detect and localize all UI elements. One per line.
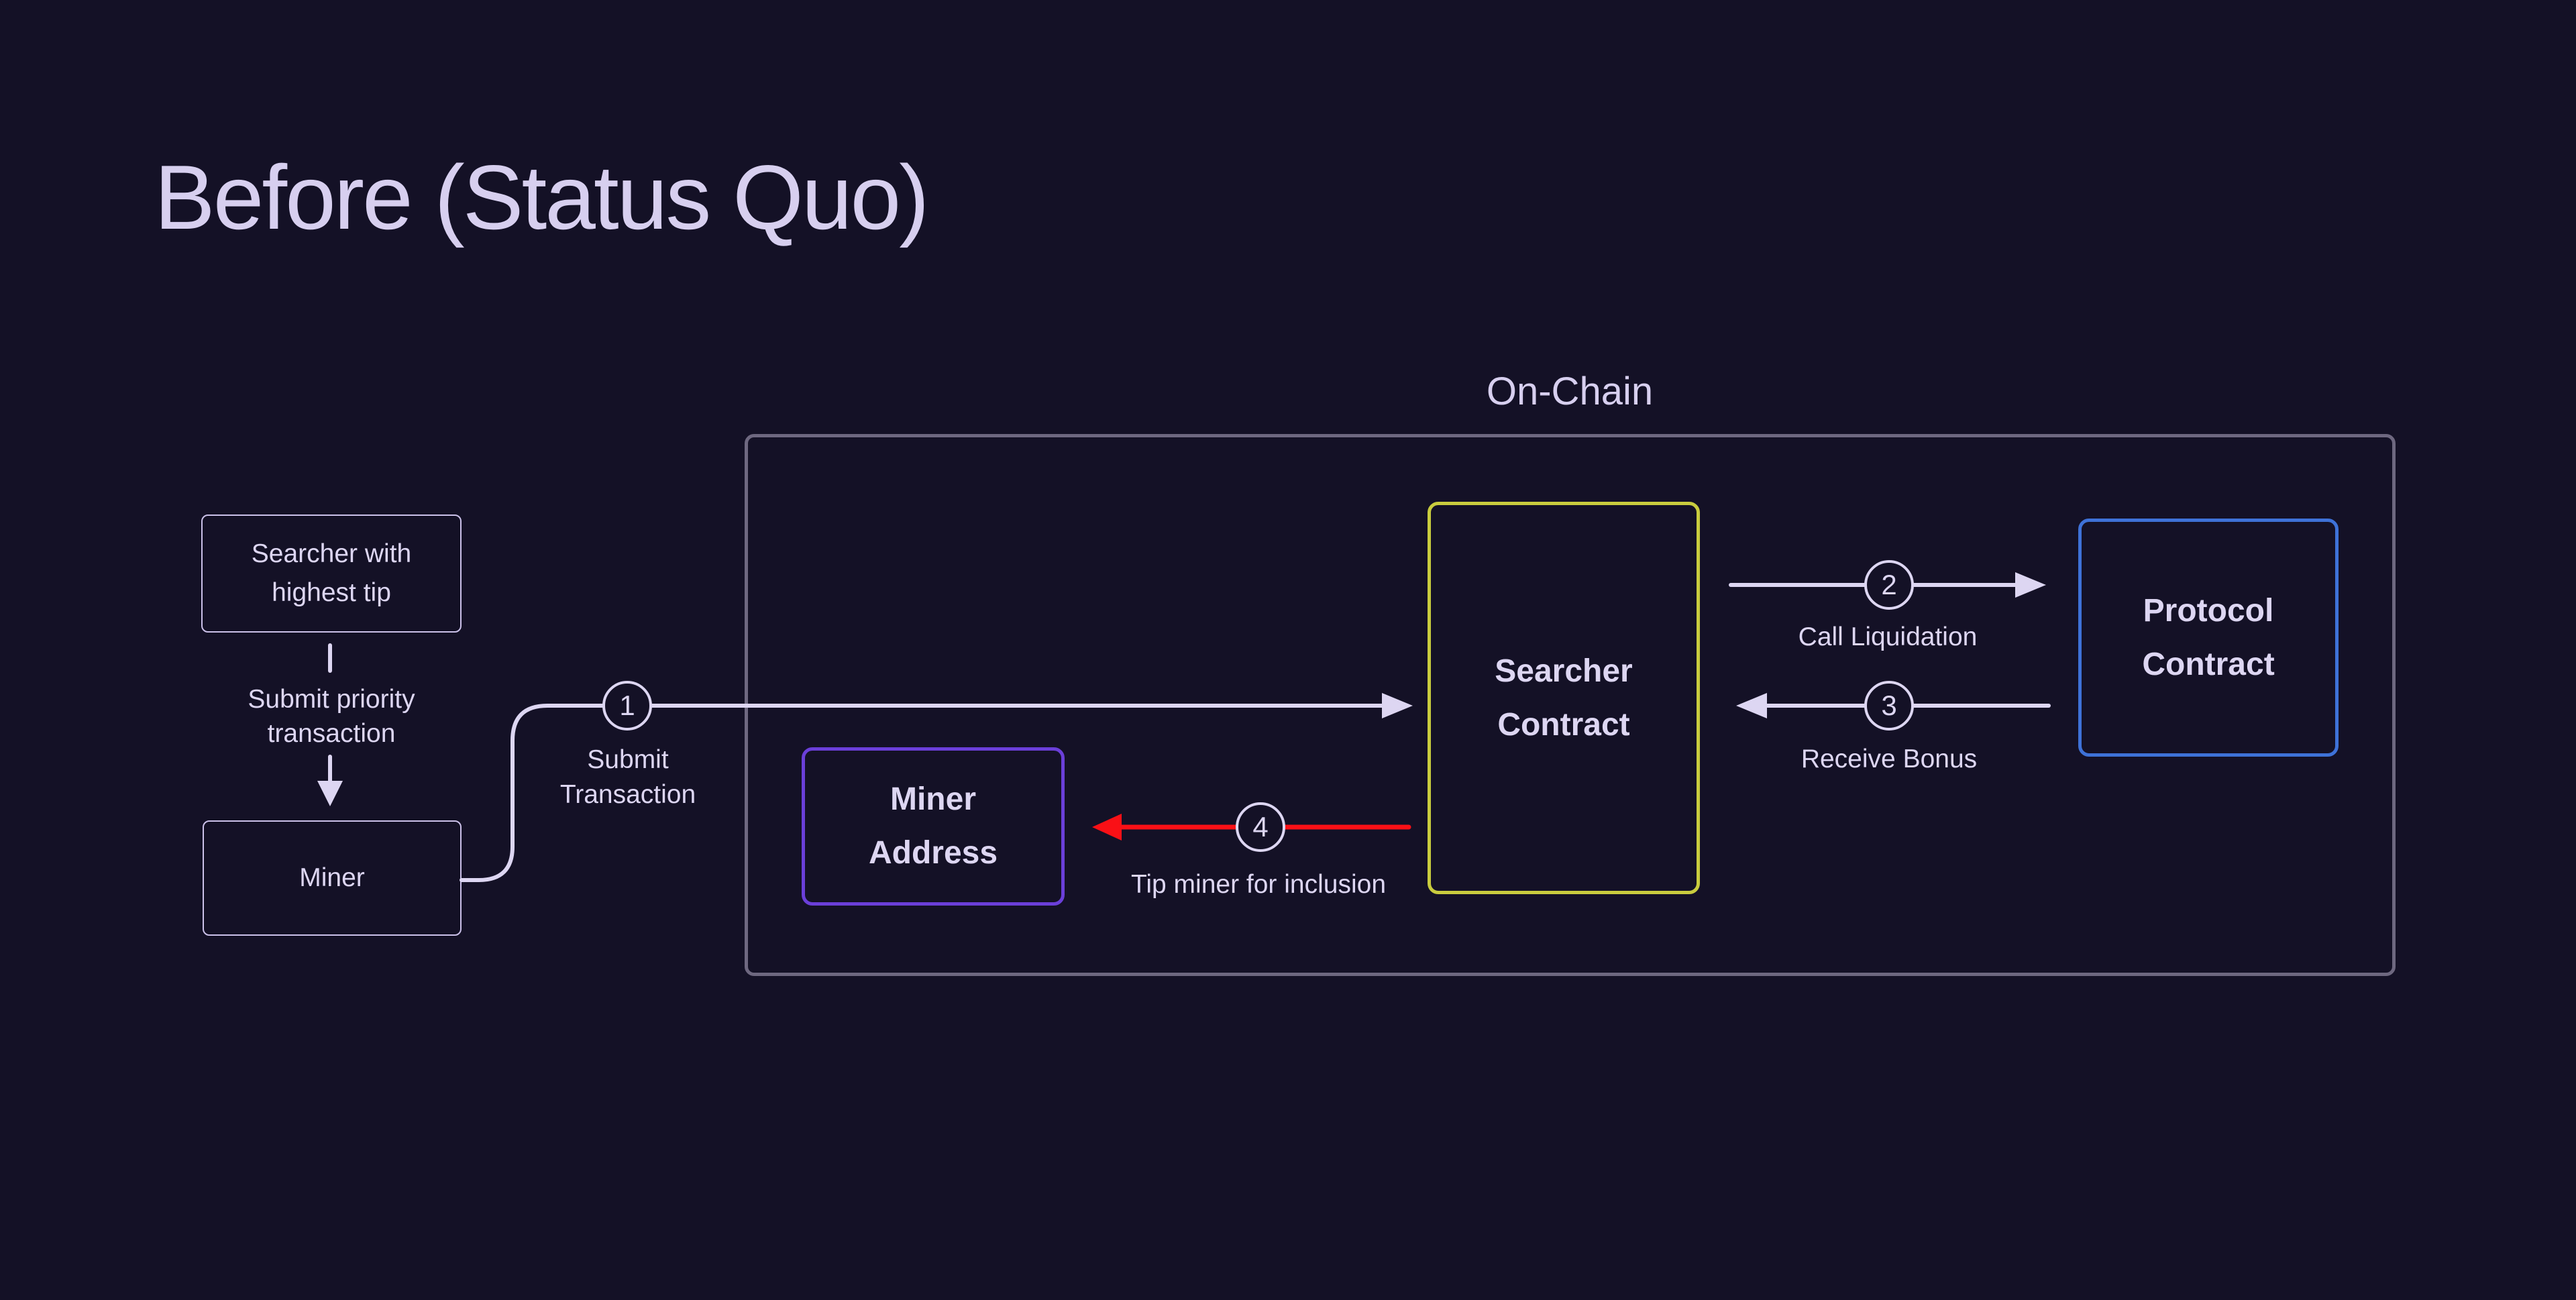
tip-miner-arrowhead bbox=[1092, 814, 1122, 841]
submit-transaction-arrowhead bbox=[1382, 693, 1413, 718]
receive-bonus-arrowhead bbox=[1736, 693, 1767, 718]
onchain-label: On-Chain bbox=[1486, 370, 1654, 413]
edge-label-tip-miner: Tip miner for inclusion bbox=[1130, 870, 1387, 899]
page-title: Before (Status Quo) bbox=[154, 146, 929, 248]
node-miner-address: Miner Address bbox=[802, 747, 1065, 906]
edge-label-receive-bonus: Receive Bonus bbox=[1801, 745, 1978, 773]
call-liquidation-arrowhead bbox=[2015, 572, 2046, 598]
down-arrow-head bbox=[317, 781, 343, 806]
edge-label-submit-transaction: Submit Transaction bbox=[559, 745, 696, 809]
step-badge-3: 3 bbox=[1864, 681, 1914, 730]
edge-label-call-liquidation: Call Liquidation bbox=[1798, 622, 1978, 651]
step-badge-1: 1 bbox=[602, 681, 652, 730]
step-badge-2: 2 bbox=[1864, 560, 1914, 610]
node-searcher-contract: Searcher Contract bbox=[1428, 502, 1700, 894]
step-badge-4: 4 bbox=[1236, 802, 1285, 852]
node-miner: Miner bbox=[203, 820, 462, 936]
node-protocol-contract: Protocol Contract bbox=[2078, 519, 2339, 757]
submit-transaction-line bbox=[460, 704, 1385, 882]
edge-label-submit-priority: Submit priority transaction bbox=[248, 685, 415, 748]
node-searcher-with-highest-tip: Searcher with highest tip bbox=[201, 514, 462, 633]
